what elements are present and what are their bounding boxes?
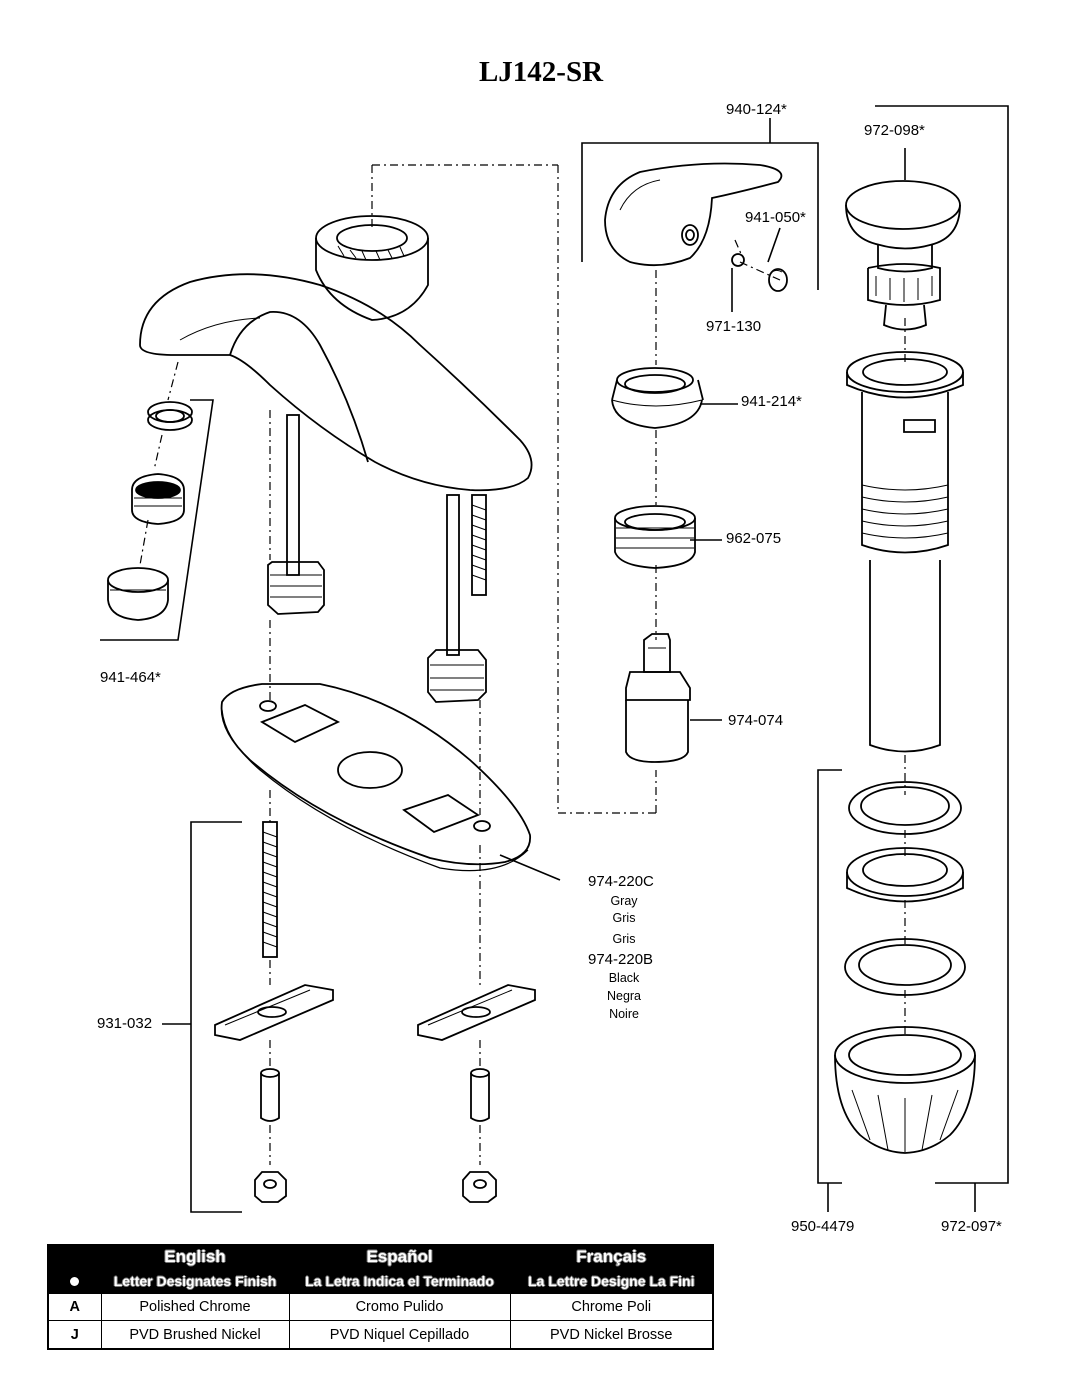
handle-cartridge-drawing — [604, 162, 788, 763]
callout-brackets — [100, 105, 1009, 1213]
finish-french: Chrome Poli — [509, 1292, 714, 1322]
finish-gray-es: Gris — [612, 911, 636, 925]
legend-designates-french: La Lettre Designe La Fini — [509, 1268, 714, 1294]
part-label-aerator: 941-464* — [100, 669, 161, 686]
finish-code: A — [47, 1292, 102, 1322]
table-row: A Polished Chrome Cromo Pulido Chrome Po… — [47, 1292, 714, 1322]
finish-black-es: Negra — [606, 989, 642, 1003]
part-label-cap: 941-214* — [741, 393, 802, 410]
part-label-cartridge: 974-074 — [728, 712, 784, 729]
part-label-escutcheon-black: 974-220B — [588, 951, 654, 968]
legend-header-blank — [47, 1244, 102, 1269]
finish-english: Polished Chrome — [100, 1292, 290, 1322]
finish-legend-table: English Español Français Letter Designat… — [47, 1244, 714, 1350]
drain-assembly-drawing — [834, 180, 976, 1154]
legend-designates-english: Letter Designates Finish — [100, 1268, 290, 1294]
finish-code: J — [47, 1320, 102, 1350]
part-label-drain-assembly: 972-097* — [941, 1218, 1002, 1235]
legend-bullet-cell — [47, 1268, 102, 1294]
exploded-parts-diagram — [100, 105, 1009, 1213]
table-row: J PVD Brushed Nickel PVD Niquel Cepillad… — [47, 1320, 714, 1350]
faucet-body-drawing — [139, 215, 533, 703]
part-label-drain-seal-kit: 950-4479 — [791, 1218, 855, 1235]
bullet-icon — [70, 1277, 80, 1286]
finish-black-en: Black — [608, 971, 640, 985]
finish-gray-en: Gray — [610, 894, 638, 908]
page-title: LJ142-SR — [478, 56, 604, 88]
part-label-pop-up-stopper: 972-098* — [864, 122, 925, 139]
escutcheon-drawing — [220, 683, 531, 872]
finish-black-fr: Noire — [609, 1007, 639, 1021]
part-label-handle-assembly: 940-124* — [726, 101, 787, 118]
part-label-set-screw: 971-130 — [706, 318, 762, 335]
aerator-drawing — [107, 401, 193, 621]
part-label-escutcheon-gray: 974-220C — [588, 873, 654, 890]
finish-gray-fr: Gris — [612, 932, 636, 946]
part-label-button: 941-050* — [745, 209, 806, 226]
part-label-bonnet-nut: 962-075 — [726, 530, 782, 547]
center-lines — [139, 164, 906, 1165]
legend-designates-spanish: La Letra Indica el Terminado — [288, 1268, 511, 1294]
legend-header-french: Français — [509, 1244, 714, 1269]
finish-english: PVD Brushed Nickel — [100, 1320, 290, 1350]
finish-spanish: Cromo Pulido — [288, 1292, 511, 1322]
mounting-hardware-drawing — [214, 821, 536, 1203]
finish-french: PVD Nickel Brosse — [509, 1320, 714, 1350]
finish-spanish: PVD Niquel Cepillado — [288, 1320, 511, 1350]
legend-header-english: English — [100, 1244, 290, 1269]
part-label-mounting-hardware: 931-032 — [97, 1015, 153, 1032]
legend-header-spanish: Español — [288, 1244, 511, 1269]
